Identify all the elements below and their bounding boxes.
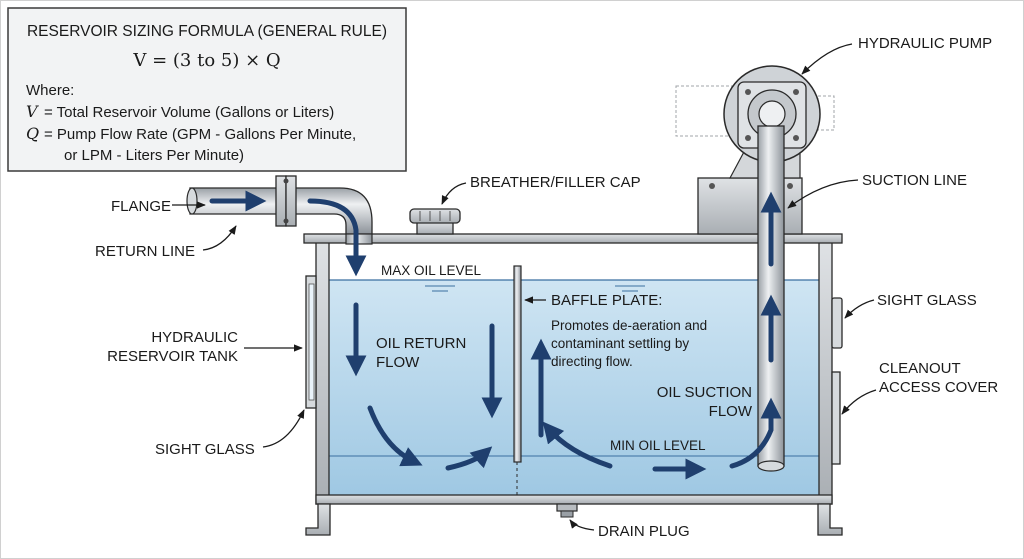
leader-lines: [172, 43, 877, 531]
leader-sight-glass-left: [262, 409, 305, 448]
label-baffle-title: BAFFLE PLATE:: [551, 292, 662, 309]
leader-drain-plug: [569, 519, 595, 531]
formula-q-definition: = Pump Flow Rate (GPM - Gallons Per Minu…: [44, 126, 356, 143]
formula-equation: V = (3 to 5) × Q: [132, 50, 280, 71]
sight-glass-left-window: [308, 283, 315, 401]
pump-mount: [697, 177, 803, 235]
labels: HYDRAULIC PUMP FLANGE RETURN LINE BREATH…: [95, 35, 998, 540]
label-baffle-desc-3: directing flow.: [551, 354, 633, 369]
sight-glass-right: [831, 297, 843, 349]
flow-arrow-suction-inlet: [729, 397, 782, 469]
label-cleanout-2: ACCESS COVER: [879, 379, 998, 396]
label-flange: FLANGE: [111, 198, 171, 215]
label-suction-line: SUCTION LINE: [862, 172, 967, 189]
formula-v-symbol: V: [26, 102, 39, 121]
leader-breather-cap: [441, 182, 467, 205]
formula-where: Where:: [26, 82, 74, 99]
label-baffle-desc-1: Promotes de-aeration and: [551, 318, 707, 333]
cleanout-cover: [831, 371, 841, 465]
flow-arrow-return-curve: [367, 405, 423, 467]
max-level-marks: [425, 285, 645, 292]
label-cleanout-1: CLEANOUT: [879, 360, 961, 377]
formula-panel: [7, 7, 407, 172]
label-oil-suction-2: FLOW: [709, 403, 753, 420]
flow-arrow-under-baffle: [445, 446, 493, 471]
label-oil-return-2: FLOW: [376, 354, 420, 371]
tank-top-plate: [303, 233, 843, 244]
flow-arrow-curve-left: [542, 421, 613, 469]
leader-hydraulic-pump: [801, 43, 853, 75]
tank-wall-left: [315, 241, 330, 505]
label-oil-return-1: OIL RETURN: [376, 335, 466, 352]
leader-sight-glass-right: [844, 299, 875, 319]
leader-cleanout: [841, 389, 877, 415]
hydraulic-pump: [675, 65, 835, 235]
flow-arrows: [209, 190, 782, 480]
label-baffle-desc-2: contaminant settling by: [551, 336, 689, 351]
leader-suction-line: [787, 179, 859, 209]
flange: [275, 175, 287, 227]
formula-title: RESERVOIR SIZING FORMULA (GENERAL RULE): [27, 23, 387, 40]
tank-bottom: [315, 494, 833, 505]
formula-q-definition-cont: or LPM - Liters Per Minute): [64, 147, 244, 164]
leader-return-line: [202, 225, 237, 251]
formula-box: RESERVOIR SIZING FORMULA (GENERAL RULE) …: [7, 7, 407, 172]
tank-leg-right: [817, 503, 843, 536]
label-tank-line2: RESERVOIR TANK: [107, 348, 238, 365]
label-breather-cap: BREATHER/FILLER CAP: [470, 174, 641, 191]
formula-v-definition: = Total Reservoir Volume (Gallons or Lit…: [44, 104, 334, 121]
baffle-plate: [513, 265, 522, 463]
label-sight-glass-right: SIGHT GLASS: [877, 292, 977, 309]
label-sight-glass-left: SIGHT GLASS: [155, 441, 255, 458]
label-oil-suction-1: OIL SUCTION: [657, 384, 752, 401]
label-hydraulic-pump: HYDRAULIC PUMP: [858, 35, 992, 52]
flow-arrow-return-pipe-2: [307, 198, 367, 277]
label-min-oil-level: MIN OIL LEVEL: [610, 438, 706, 453]
tank-wall-right: [818, 241, 833, 505]
drain-plug: [556, 503, 578, 512]
breather-cap: [409, 208, 461, 235]
label-return-line: RETURN LINE: [95, 243, 195, 260]
label-tank-line1: HYDRAULIC: [151, 329, 238, 346]
drain-plug-head: [560, 510, 574, 518]
formula-q-symbol: Q: [26, 124, 39, 143]
label-drain-plug: DRAIN PLUG: [598, 523, 690, 540]
label-max-oil-level: MAX OIL LEVEL: [381, 263, 482, 278]
tank-leg-left: [305, 503, 331, 536]
